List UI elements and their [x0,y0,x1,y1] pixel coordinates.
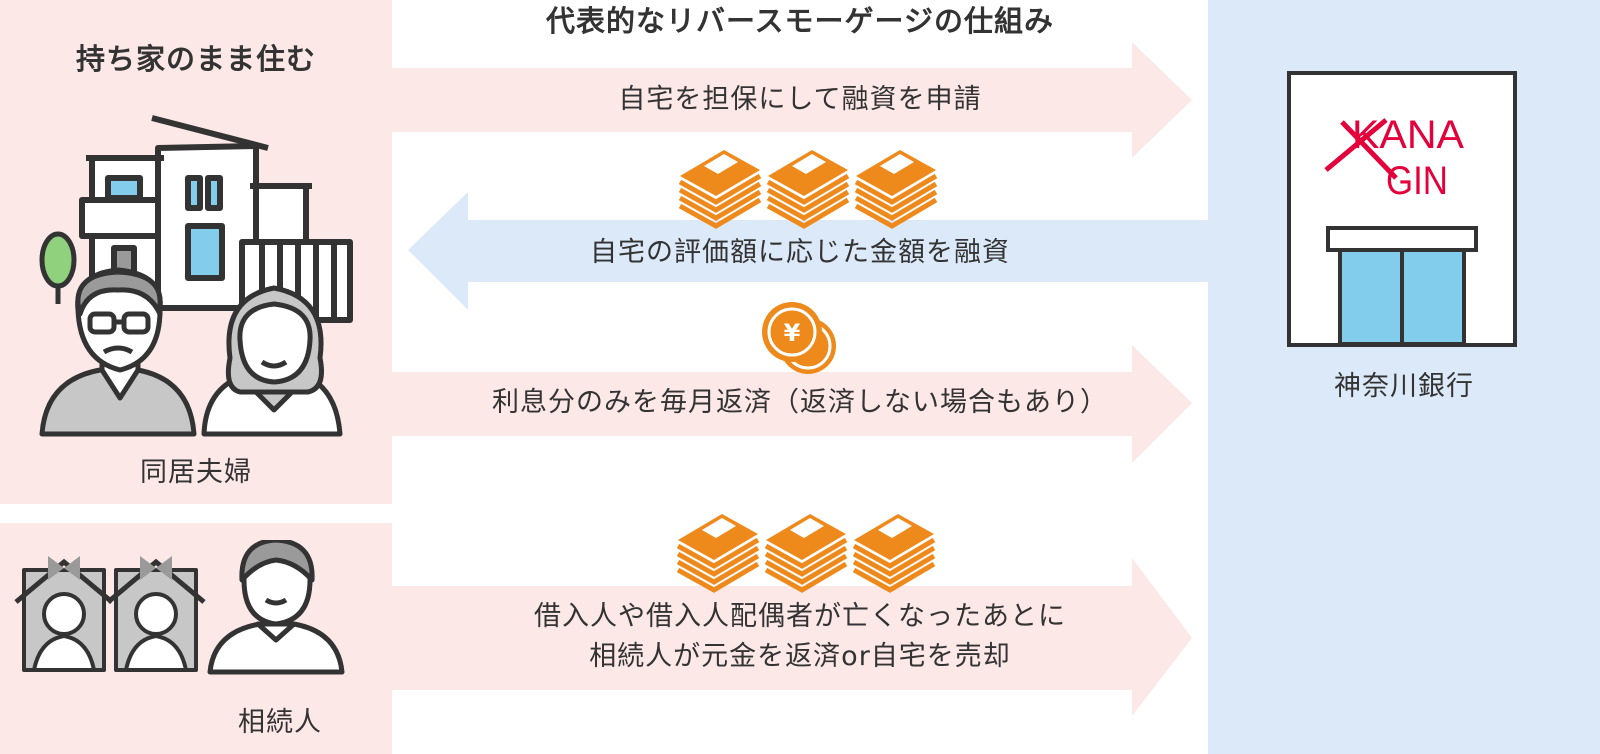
arrow-interest-repayment [392,345,1192,463]
money-stack-icon [680,150,760,226]
money-stack-icon [768,150,848,226]
arrow-label-principal-line1: 借入人や借入人配偶者が亡くなったあとに [534,601,1066,632]
yen-symbol: ¥ [784,319,801,347]
diagram-title: 代表的なリバースモーゲージの仕組み [546,4,1054,38]
house-couple-illustration [39,115,353,437]
svg-text:GIN: GIN [1386,159,1448,203]
grandmother-icon [201,285,343,437]
arrow-apply-loan [392,42,1192,158]
bank-building-icon: KANA GIN [1287,71,1517,347]
money-stacks-bottom [676,512,946,594]
arrow-principal-repayment [392,558,1192,716]
heir-illustration [14,540,345,675]
money-stacks-top [678,148,948,230]
money-stack-icon [854,514,934,590]
money-stack-icon [856,150,936,226]
heir-person-icon [207,540,345,675]
left-heading: 持ち家のまま住む [75,42,316,76]
money-stack-icon [678,514,758,590]
arrow-label-disburse: 自宅の評価額に応じた金額を融資 [590,237,1010,268]
tree-icon [39,231,77,304]
heir-label: 相続人 [238,707,322,738]
arrow-label-apply: 自宅を担保にして融資を申請 [618,84,982,115]
arrow-loan-disbursement [408,192,1208,310]
couple-label: 同居夫婦 [140,457,252,488]
arrow-label-interest: 利息分のみを毎月返済（返済しない場合もあり） [492,387,1108,418]
money-stack-icon [766,514,846,590]
bank-label: 神奈川銀行 [1334,371,1474,402]
coins-icon: ¥ [762,302,836,374]
bank-logo-icon: KANA GIN [1324,113,1464,203]
arrow-label-principal-line2: 相続人が元金を返済or自宅を売却 [589,641,1011,672]
svg-text:KANA: KANA [1352,113,1464,157]
grandfather-icon [39,267,197,437]
